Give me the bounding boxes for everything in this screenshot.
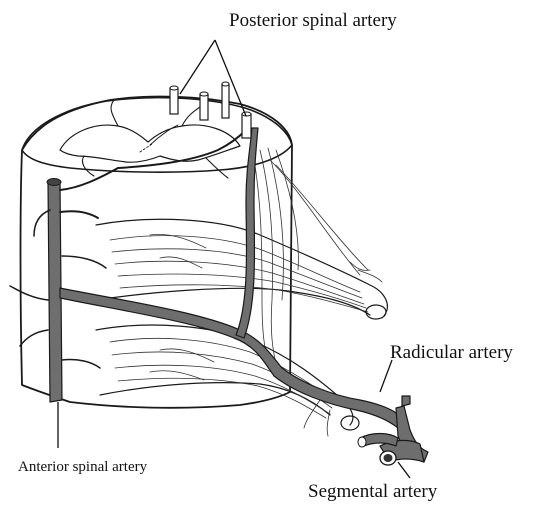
- label-anterior-spinal-artery: Anterior spinal artery: [18, 459, 148, 475]
- label-radicular-artery: Radicular artery: [390, 342, 513, 363]
- labels: Posterior spinal artery Radicular artery…: [18, 10, 513, 502]
- radicular-artery-vessel: [60, 288, 404, 428]
- nerve-roots: [96, 148, 387, 436]
- radicular-leader: [380, 360, 392, 392]
- label-posterior-spinal-artery: Posterior spinal artery: [229, 10, 397, 31]
- label-segmental-artery: Segmental artery: [308, 481, 438, 502]
- posterior-spinal-leader: [180, 40, 246, 116]
- arteries: [10, 82, 428, 465]
- segmental-leader: [398, 462, 410, 478]
